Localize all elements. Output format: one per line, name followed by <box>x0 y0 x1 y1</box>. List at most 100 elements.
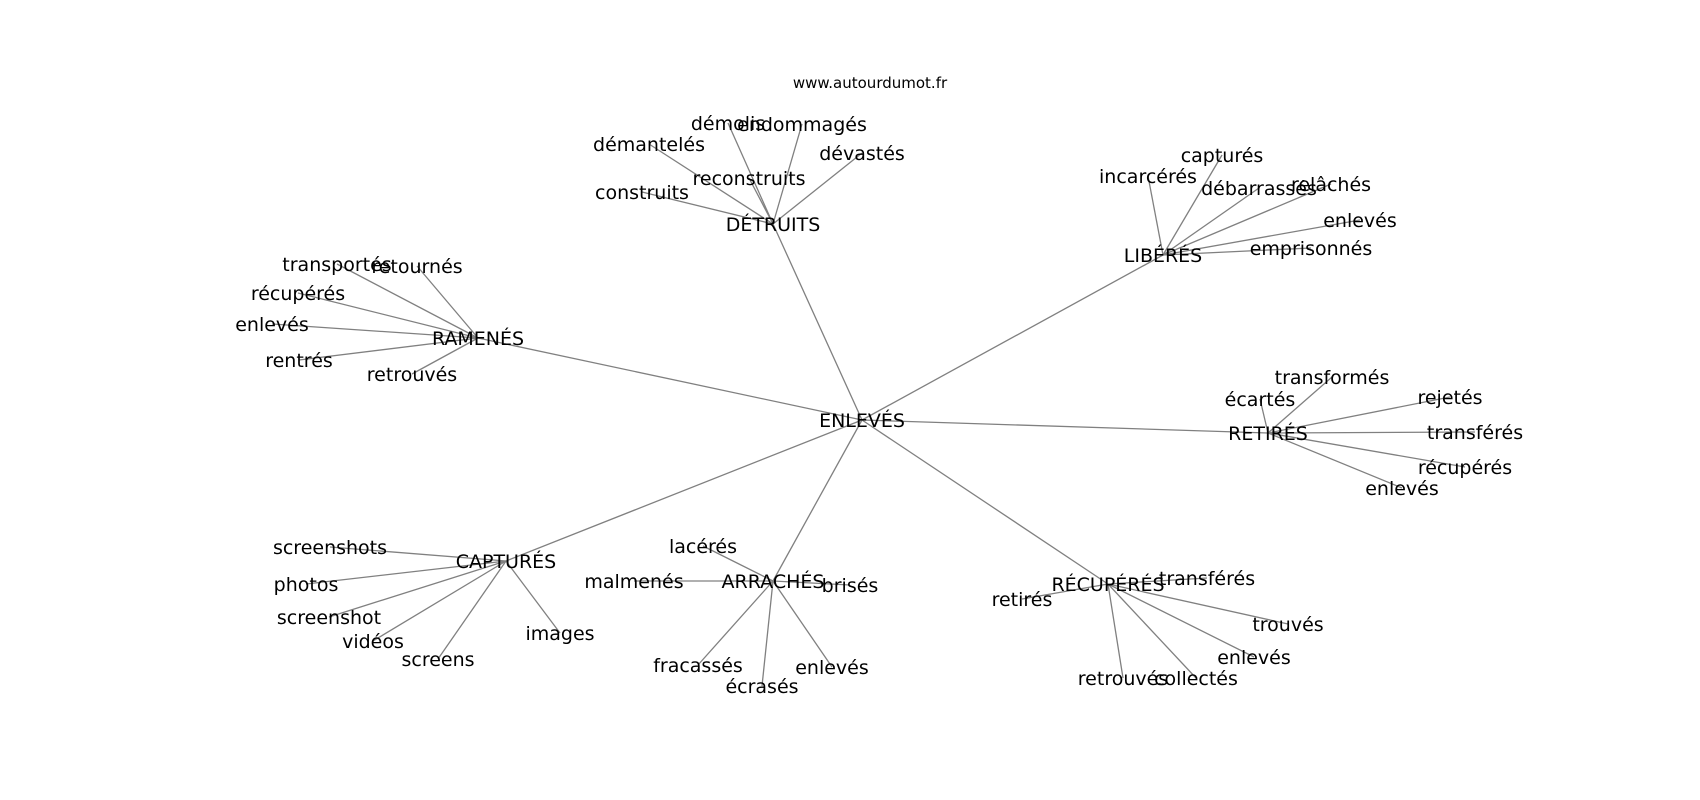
leaf-word-retires-2[interactable]: rejetés <box>1417 387 1482 409</box>
edge-detruits-5 <box>641 191 774 225</box>
leaf-word-liberes-2[interactable]: débarrassés <box>1201 178 1317 200</box>
leaf-word-ramenes-1[interactable]: retournés <box>371 256 462 278</box>
leaf-word-detruits-0[interactable]: démolis <box>691 113 765 135</box>
edge-center-recuperes <box>861 419 1109 585</box>
center-word[interactable]: ENLEVÉS <box>819 409 905 432</box>
edge-ramenes-2 <box>297 292 479 339</box>
edge-detruits-0 <box>727 122 774 225</box>
edge-ramenes-4 <box>298 337 479 361</box>
edge-ramenes-0 <box>336 263 479 339</box>
edge-recuperes-0 <box>1107 577 1208 585</box>
source-label: www.autourdumot.fr <box>793 74 948 92</box>
edge-captures-0 <box>329 546 507 562</box>
leaf-word-liberes-5[interactable]: emprisonnés <box>1250 238 1373 260</box>
leaf-word-arraches-2[interactable]: brisés <box>822 575 879 597</box>
leaf-word-captures-0[interactable]: screenshots <box>273 537 387 559</box>
leaf-word-recuperes-1[interactable]: retirés <box>992 589 1053 611</box>
edge-captures-1 <box>305 560 507 585</box>
edge-arraches-2 <box>772 580 851 586</box>
edge-center-ramenes <box>477 337 863 421</box>
leaf-word-captures-2[interactable]: screenshot <box>277 607 381 629</box>
leaf-word-arraches-0[interactable]: lacérés <box>669 536 737 558</box>
edge-liberes-0 <box>1162 154 1223 256</box>
leaf-word-detruits-3[interactable]: dévastés <box>819 143 905 165</box>
edge-captures-5 <box>505 560 561 634</box>
hub-word-recuperes[interactable]: RÉCUPÉRÉS <box>1051 573 1164 596</box>
leaf-word-ramenes-5[interactable]: retrouvés <box>367 364 457 386</box>
leaf-word-detruits-4[interactable]: reconstruits <box>692 168 805 190</box>
leaf-word-recuperes-0[interactable]: transférés <box>1159 568 1255 590</box>
leaf-word-retires-4[interactable]: récupérés <box>1418 457 1512 479</box>
hub-word-retires[interactable]: RETIRÉS <box>1228 422 1308 445</box>
edge-retires-1 <box>1259 398 1269 434</box>
edge-recuperes-5 <box>1107 583 1197 679</box>
edge-recuperes-4 <box>1107 583 1124 679</box>
hub-word-ramenes[interactable]: RAMENÉS <box>432 327 524 350</box>
leaf-word-retires-0[interactable]: transformés <box>1275 367 1390 389</box>
edge-detruits-3 <box>772 152 863 225</box>
leaf-word-recuperes-5[interactable]: collectés <box>1154 668 1238 690</box>
edge-arraches-5 <box>772 580 833 668</box>
leaf-word-recuperes-2[interactable]: trouvés <box>1252 614 1323 636</box>
hub-word-detruits[interactable]: DÉTRUITS <box>726 213 821 236</box>
edge-center-detruits <box>772 223 863 421</box>
edge-layer <box>271 122 1476 687</box>
leaf-word-captures-4[interactable]: screens <box>401 649 474 671</box>
leaf-word-detruits-5[interactable]: construits <box>595 182 689 204</box>
edge-captures-3 <box>372 560 507 642</box>
edge-detruits-4 <box>748 177 774 225</box>
hub-word-liberes[interactable]: LIBÉRÉS <box>1124 244 1203 267</box>
leaf-word-arraches-5[interactable]: enlevés <box>795 657 869 679</box>
leaf-word-recuperes-3[interactable]: enlevés <box>1217 647 1291 669</box>
label-layer: www.autourdumot.fr ENLEVÉS DÉTRUITS démoli… <box>235 74 1523 698</box>
edge-arraches-0 <box>702 545 774 582</box>
leaf-word-retires-5[interactable]: enlevés <box>1365 478 1439 500</box>
hub-word-arraches[interactable]: ARRACHÉS <box>722 570 825 593</box>
edge-recuperes-3 <box>1107 583 1255 658</box>
leaf-word-ramenes-2[interactable]: récupérés <box>251 283 345 305</box>
edge-center-arraches <box>772 419 863 582</box>
edge-recuperes-1 <box>1021 583 1109 600</box>
edge-retires-3 <box>1267 431 1476 434</box>
edge-captures-2 <box>328 560 507 618</box>
leaf-word-ramenes-3[interactable]: enlevés <box>235 314 309 336</box>
edge-retires-2 <box>1267 396 1451 434</box>
edge-ramenes-3 <box>271 323 479 339</box>
edge-detruits-2 <box>648 143 774 225</box>
edge-center-captures <box>505 419 863 562</box>
hub-word-captures[interactable]: CAPTURÉS <box>456 550 557 573</box>
leaf-word-retires-3[interactable]: transférés <box>1427 422 1523 444</box>
leaf-word-ramenes-0[interactable]: transportés <box>282 254 391 276</box>
leaf-word-liberes-1[interactable]: incarcérés <box>1099 166 1197 188</box>
edge-retires-4 <box>1267 432 1466 468</box>
leaf-word-ramenes-4[interactable]: rentrés <box>265 350 333 372</box>
edge-liberes-2 <box>1162 187 1260 256</box>
leaf-word-captures-1[interactable]: photos <box>274 574 339 596</box>
edge-detruits-1 <box>772 123 803 225</box>
edge-liberes-4 <box>1162 219 1361 256</box>
edge-retires-0 <box>1267 376 1333 434</box>
leaf-word-detruits-1[interactable]: endommagés <box>737 114 867 136</box>
leaf-word-arraches-3[interactable]: fracassés <box>653 655 743 677</box>
edge-retires-5 <box>1267 432 1403 489</box>
leaf-word-captures-3[interactable]: vidéos <box>342 631 404 653</box>
edge-center-liberes <box>861 254 1164 421</box>
edge-liberes-1 <box>1147 175 1164 256</box>
leaf-word-arraches-4[interactable]: écrasés <box>725 676 798 698</box>
leaf-word-recuperes-4[interactable]: retrouvés <box>1078 668 1168 690</box>
leaf-word-liberes-3[interactable]: relâchés <box>1291 174 1371 196</box>
leaf-word-liberes-4[interactable]: enlevés <box>1323 210 1397 232</box>
edge-ramenes-1 <box>416 265 479 339</box>
edge-center-retires <box>861 419 1269 434</box>
leaf-word-arraches-1[interactable]: malmenés <box>584 571 683 593</box>
edge-liberes-5 <box>1162 247 1312 256</box>
edge-liberes-3 <box>1162 183 1332 256</box>
edge-recuperes-2 <box>1107 583 1289 625</box>
leaf-word-retires-1[interactable]: écartés <box>1225 389 1296 411</box>
leaf-word-captures-5[interactable]: images <box>525 623 594 645</box>
edge-arraches-4 <box>761 580 774 687</box>
leaf-word-detruits-2[interactable]: démantelés <box>593 134 705 156</box>
leaf-word-liberes-0[interactable]: capturés <box>1181 145 1264 167</box>
edge-captures-4 <box>437 560 507 660</box>
